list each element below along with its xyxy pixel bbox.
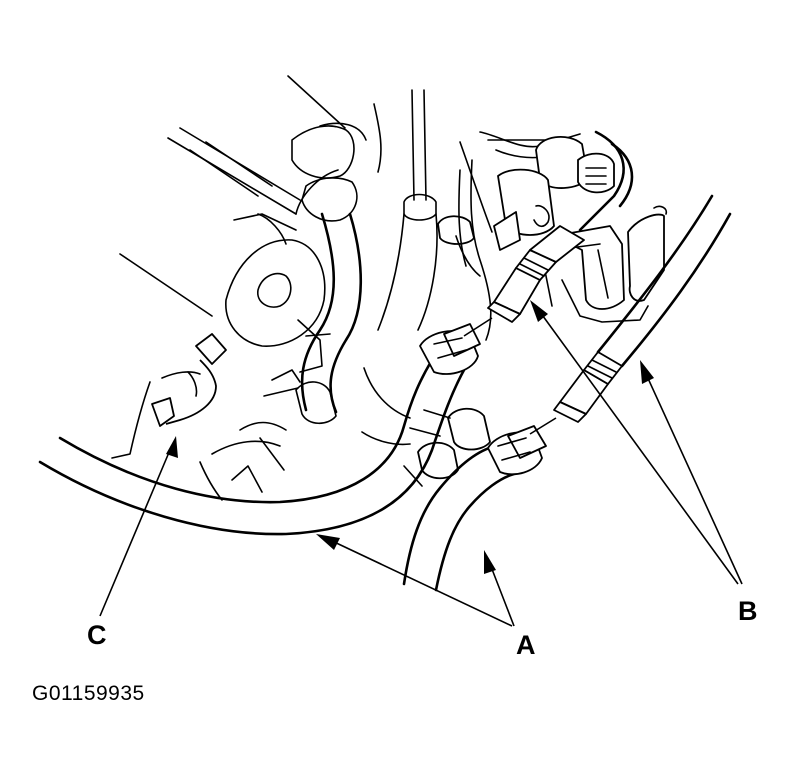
fittings-b	[487, 194, 732, 423]
clip-c	[111, 333, 227, 459]
callout-label-b: B	[738, 596, 758, 626]
callout-label-c: C	[87, 620, 107, 650]
engine-background	[119, 75, 668, 501]
figure-id: G01159935	[32, 682, 145, 705]
hose-a-right	[402, 425, 547, 592]
leader-lines	[99, 300, 743, 627]
callout-label-a: A	[516, 630, 536, 660]
